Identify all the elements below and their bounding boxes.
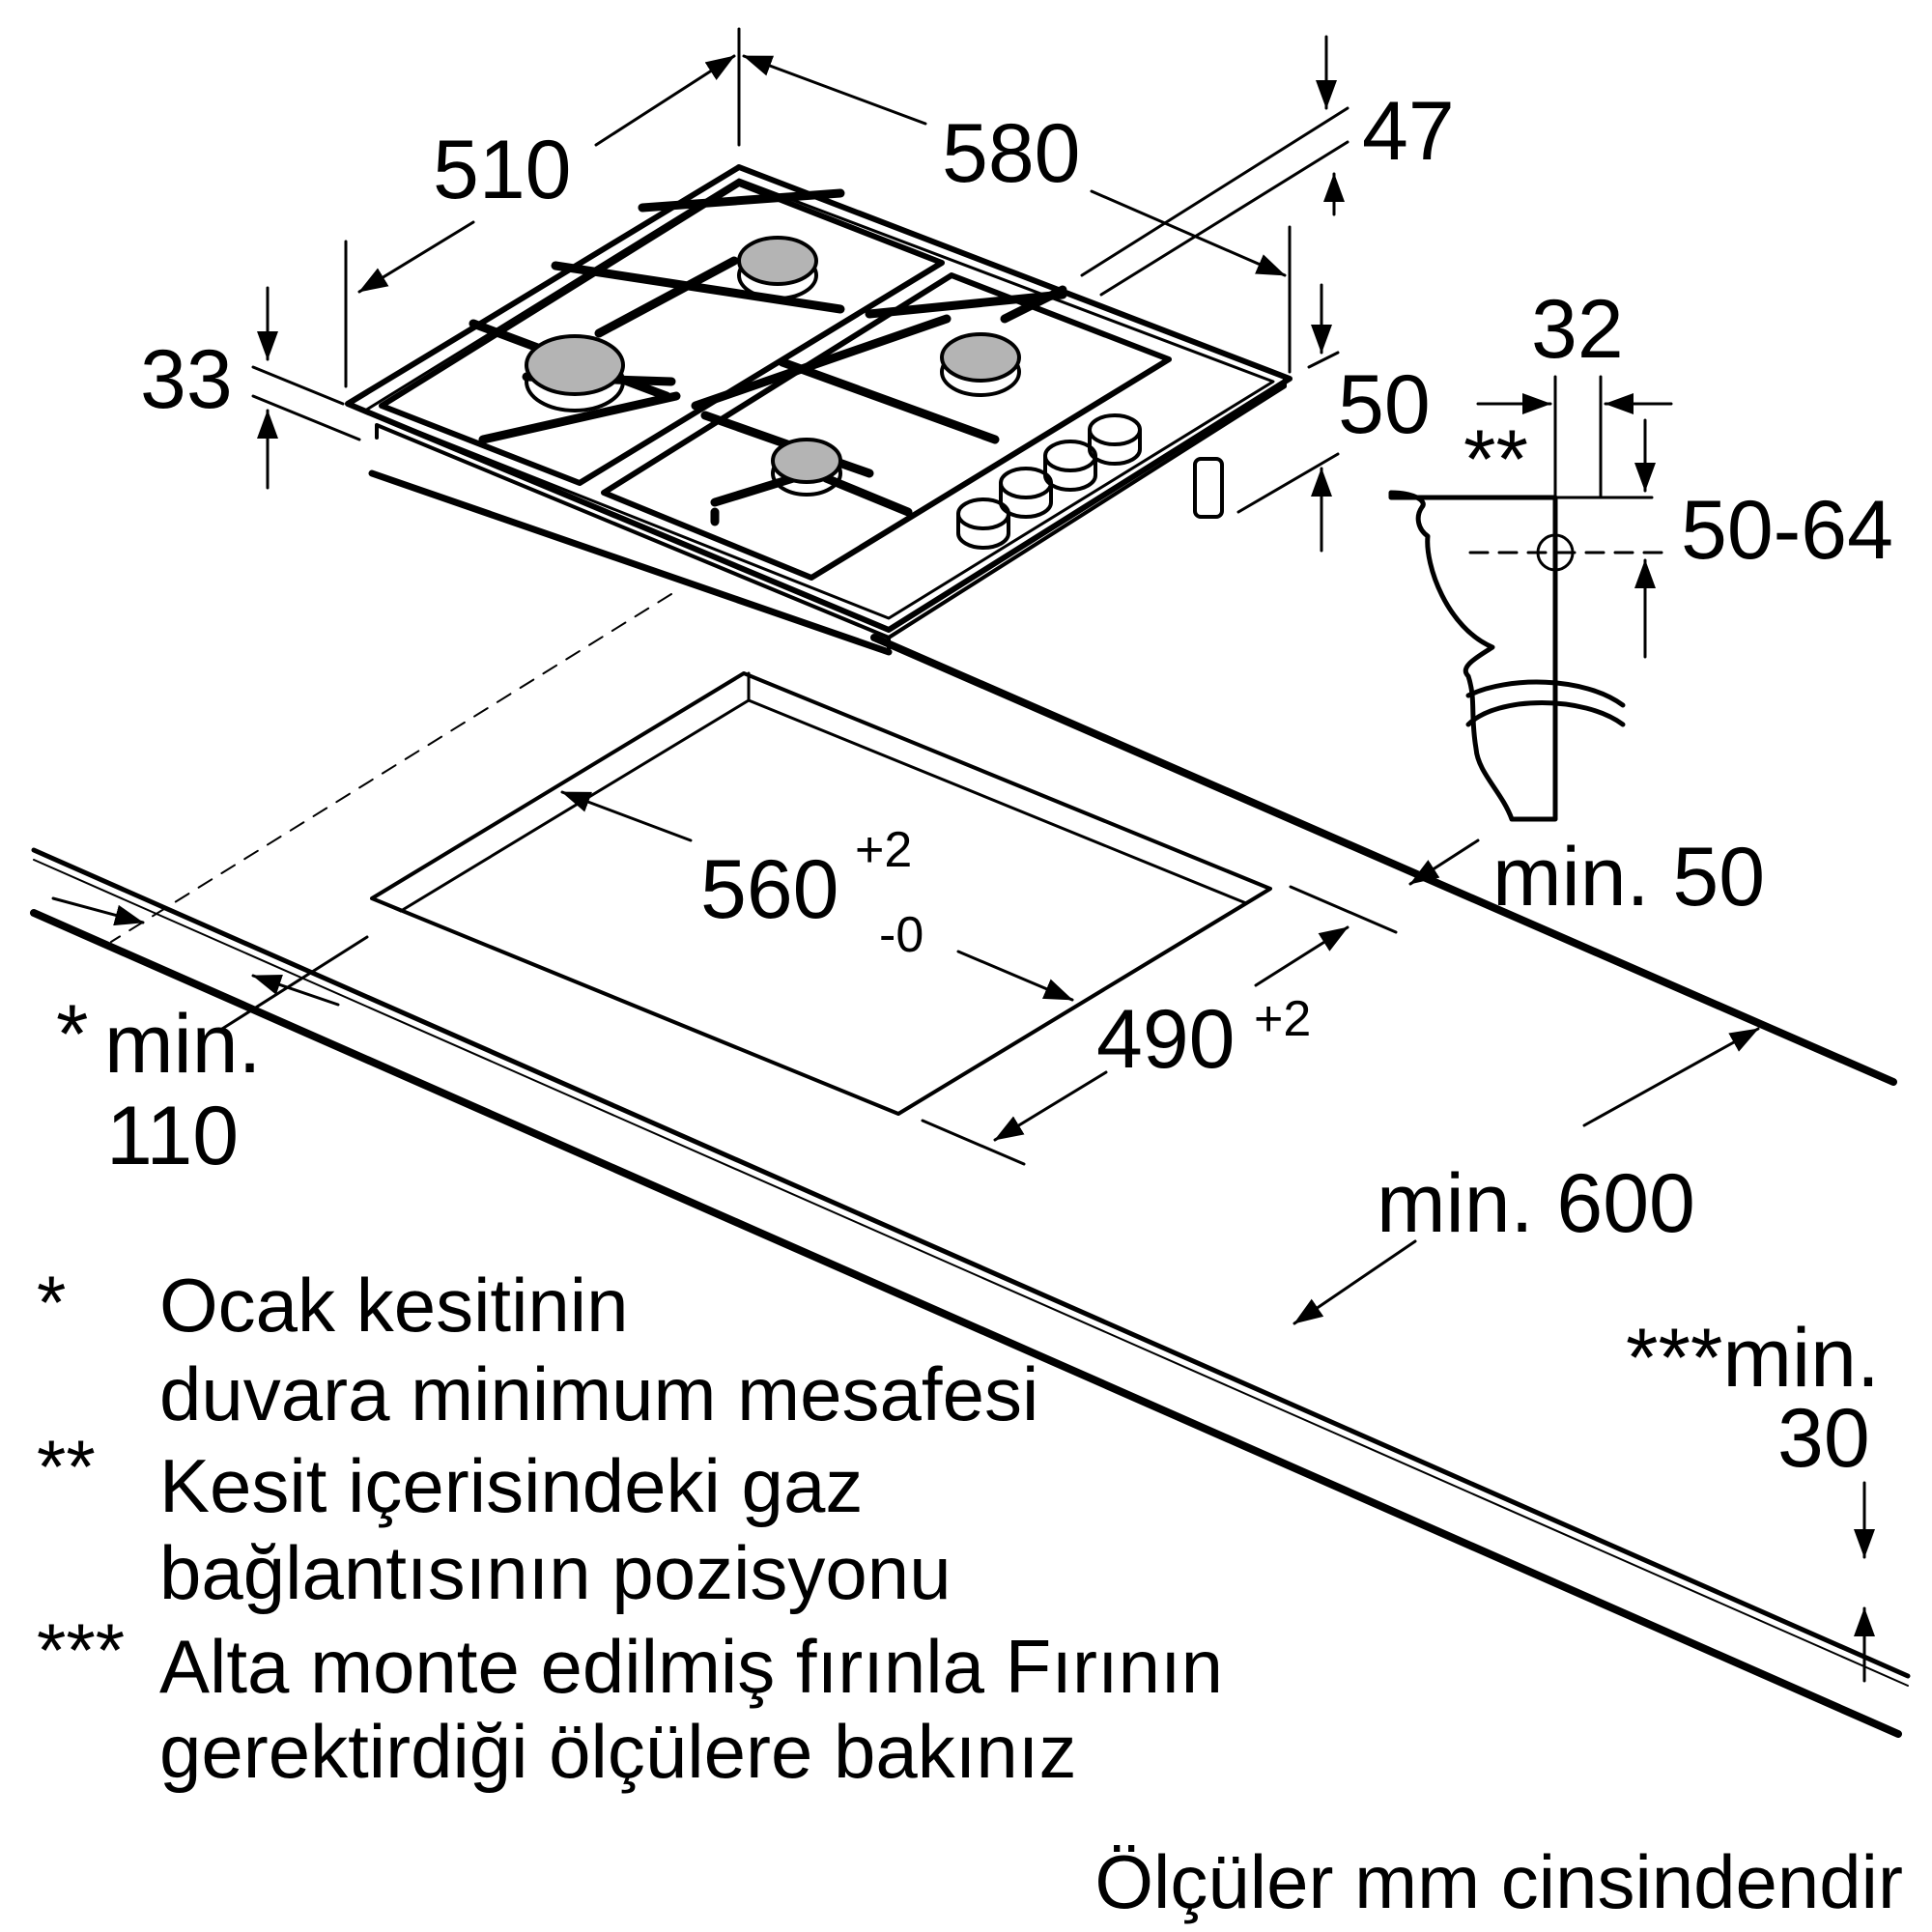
note-3-line1: Alta monte edilmiş fırınla Fırının [159,1624,1223,1709]
note-2-line2: bağlantısının pozisyonu [159,1530,952,1615]
burner-front-center [771,438,842,497]
knob-4-icon [1088,413,1142,466]
label-min-50: min. 50 [1492,831,1765,923]
note-1-line1: Ocak kesitinin [159,1263,629,1348]
burner-back-left [737,236,818,300]
knob-1-icon [956,497,1010,550]
label-double-star: ** [1463,413,1528,506]
wall-dashed-line [110,593,672,943]
label-min-600: min. 600 [1377,1157,1695,1250]
label-cutout-depth: 490 [1096,993,1236,1086]
footnotes: * Ocak kesitinin duvara minimum mesafesi… [37,1260,1223,1794]
label-min-110-line1: min. [104,998,261,1091]
knob-3-icon [1043,440,1097,492]
label-min-110-line2: 110 [106,1090,239,1182]
label-510: 510 [433,124,572,216]
label-cutout-width: 560 [700,843,839,936]
note-3-marker: *** [37,1607,125,1692]
label-33: 33 [140,333,233,426]
label-32: 32 [1531,283,1624,376]
label-cutout-depth-sup: +2 [1254,991,1311,1047]
label-cutout-width-sup: +2 [855,822,912,878]
note-2-marker: ** [37,1424,96,1509]
cross-section-detail [1388,375,1673,822]
label-cutout-width-sub: -0 [879,907,923,963]
burner-back-right [940,332,1021,397]
label-47: 47 [1362,85,1455,178]
units-footer: Ölçüler mm cinsindendir [1094,1839,1903,1924]
control-knobs [956,413,1142,550]
label-min-30-line1: ***min. [1626,1312,1880,1405]
note-3-line2: gerektirdiği ölçülere bakınız [159,1709,1076,1794]
note-1-line2: duvara minimum mesafesi [159,1351,1038,1436]
countertop [30,593,1911,1738]
dimension-lines [51,27,1875,1683]
label-min-110-star: * [56,988,88,1081]
label-50-side: 50 [1338,358,1431,451]
label-580: 580 [942,107,1081,200]
label-50-64: 50-64 [1681,484,1893,577]
burner-front-left [525,334,625,412]
label-min-30-line2: 30 [1777,1392,1870,1485]
hob [345,164,1293,656]
note-1-marker: * [37,1260,66,1345]
dimension-labels: 510 580 47 33 50 32 50-64 ** 560 +2 -0 4… [56,85,1893,1485]
note-2-line1: Kesit içerisindeki gaz [159,1443,863,1528]
